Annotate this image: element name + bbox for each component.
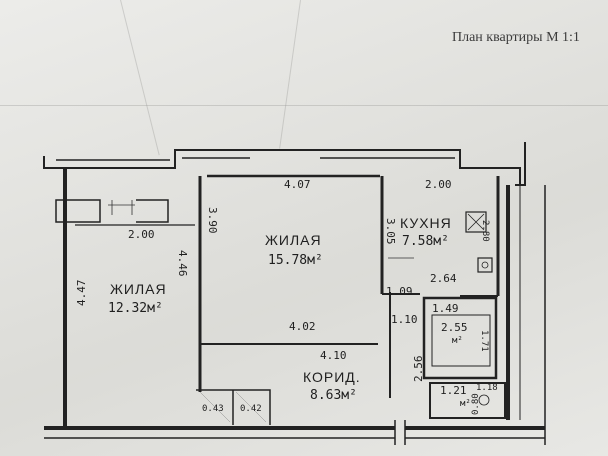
dimension-label: 2.56 — [412, 355, 425, 383]
entry-door — [394, 420, 406, 445]
room-area-corridor: 8.63м² — [310, 388, 357, 403]
bathroom-wall — [422, 296, 498, 380]
sink-icon — [481, 261, 489, 269]
dimension-label: 1.21 — [440, 384, 467, 397]
dimension-label: 4.07 — [284, 178, 311, 191]
wc-area-unit: м² — [460, 399, 471, 409]
dimension-label: 2.80 — [480, 220, 490, 242]
stove-icon — [467, 213, 485, 231]
dimension-label: 1.18 — [476, 383, 498, 393]
dimension-label: 4.47 — [75, 279, 88, 307]
dimension-label: 2.55 — [441, 321, 468, 334]
closet-door — [199, 391, 267, 423]
wall-kitchen-bottom — [382, 293, 498, 297]
dimension-label: 4.02 — [289, 320, 316, 333]
dimension-label: 1.49 — [432, 302, 459, 315]
dimension-label: 2.64 — [430, 272, 457, 285]
dimension-label: 3.90 — [206, 207, 219, 234]
balcony-wall — [55, 199, 101, 223]
paper-crease — [0, 105, 608, 106]
dimension-label: 3.05 — [384, 218, 397, 245]
bath-area-unit: м² — [452, 336, 463, 346]
dimension-label: 0.42 — [240, 404, 262, 414]
dimension-label: 0.43 — [202, 404, 224, 414]
dimension-label: 2.00 — [128, 228, 155, 241]
plan-title: План квартиры М 1:1 — [452, 30, 580, 45]
closet-wall — [196, 389, 271, 425]
dimension-label: 1.09 — [386, 285, 413, 298]
room-name-living-center: ЖИЛАЯ — [265, 232, 322, 248]
wc-wall — [429, 382, 506, 419]
outer-wall — [515, 142, 526, 186]
room-area-kitchen: 7.58м² — [402, 234, 449, 249]
balcony-wall — [136, 199, 169, 223]
dimension-label: 1.71 — [479, 330, 489, 352]
room-area-living-center: 15.78м² — [268, 253, 323, 268]
room-name-kitchen: КУХНЯ — [400, 215, 452, 231]
dimension-label: 4.46 — [176, 250, 189, 277]
stove-icon — [465, 211, 487, 233]
room-name-living-left: ЖИЛАЯ — [110, 281, 167, 297]
dimension-label: 0.80 — [471, 393, 481, 415]
room-area-living-left: 12.32м² — [108, 301, 163, 316]
dimension-label: 4.10 — [320, 349, 347, 362]
dimension-line — [111, 200, 133, 215]
sink-icon — [477, 257, 493, 273]
dimension-label: 2.00 — [425, 178, 452, 191]
dimension-label: 1.10 — [391, 313, 418, 326]
room-name-corridor: КОРИД. — [303, 369, 361, 385]
bathtub — [431, 314, 491, 367]
toilet-icon — [478, 394, 490, 406]
